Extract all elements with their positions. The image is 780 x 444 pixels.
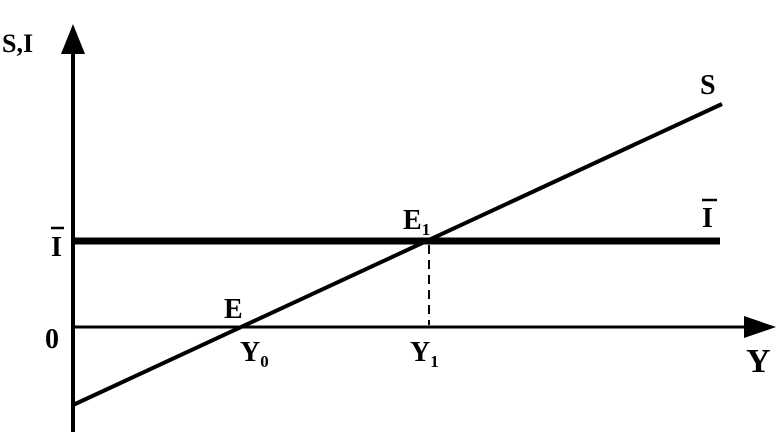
x-axis-label: Y bbox=[746, 343, 771, 380]
investment-line-label-group: I bbox=[702, 198, 717, 234]
investment-tick-label: I bbox=[51, 232, 62, 263]
point-e1-main: E bbox=[403, 205, 422, 236]
y1-subscript: 1 bbox=[430, 352, 439, 371]
y0-label: Y0 bbox=[240, 337, 269, 371]
saving-line bbox=[72, 102, 723, 407]
investment-tick-label-group: I bbox=[51, 226, 64, 263]
y0-main: Y bbox=[240, 337, 260, 368]
y-axis-arrowhead bbox=[61, 24, 85, 54]
y1-label: Y1 bbox=[410, 337, 439, 371]
investment-line-label: I bbox=[702, 203, 713, 234]
y-axis-label: S,I bbox=[2, 29, 33, 58]
x-axis-arrowhead bbox=[744, 316, 776, 338]
y1-main: Y bbox=[410, 337, 430, 368]
point-e-label: E bbox=[224, 294, 243, 325]
saving-line-label: S bbox=[700, 70, 716, 101]
origin-label: 0 bbox=[45, 324, 59, 355]
point-e1-label: E1 bbox=[403, 205, 430, 239]
point-e1-subscript: 1 bbox=[422, 220, 431, 239]
y0-subscript: 0 bbox=[260, 352, 269, 371]
